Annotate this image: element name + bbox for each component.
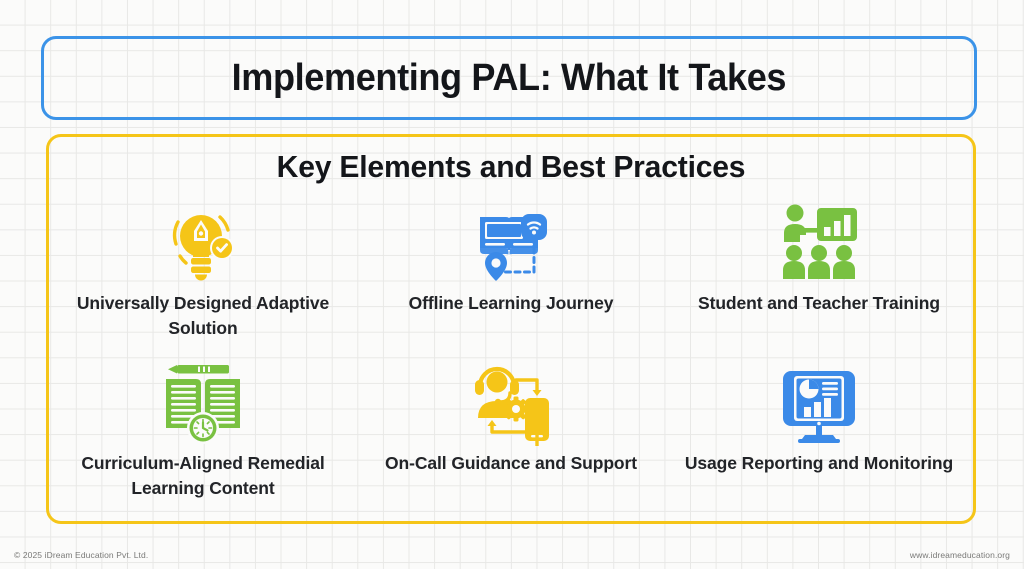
grid-item-on-call-guidance-and-support: On-Call Guidance and Support: [357, 359, 665, 519]
title-banner: Implementing PAL: What It Takes: [41, 36, 977, 120]
grid-item-label: On-Call Guidance and Support: [385, 453, 637, 473]
open-book-pencil-clock-icon: [160, 359, 246, 447]
monitor-analytics-icon: [776, 359, 862, 447]
section-heading: Key Elements and Best Practices: [276, 149, 746, 184]
teacher-presentation-students-icon: [776, 199, 862, 287]
grid-item-label: Offline Learning Journey: [408, 293, 614, 313]
headset-support-phone-icon: [468, 359, 554, 447]
footer-copyright: © 2025 iDream Education Pvt. Ltd.: [14, 550, 149, 560]
grid-item-usage-reporting-and-monitoring: Usage Reporting and Monitoring: [665, 359, 973, 519]
grid-item-offline-learning-journey: Offline Learning Journey: [357, 199, 665, 359]
key-elements-panel: Key Elements and Best Practices: [46, 134, 976, 524]
lightbulb-pen-check-icon: [160, 199, 246, 287]
grid-item-label: Student and Teacher Training: [698, 293, 940, 313]
grid-item-universally-designed-adaptive-solution: Universally Designed Adaptive Solution: [49, 199, 357, 359]
grid-item-label: Universally Designed Adaptive Solution: [76, 293, 330, 338]
grid-item-label: Curriculum-Aligned Remedial Learning Con…: [81, 453, 325, 498]
grid-item-curriculum-aligned-remedial-learning-content: Curriculum-Aligned Remedial Learning Con…: [49, 359, 357, 519]
key-elements-grid: Universally Designed Adaptive Solution: [49, 199, 973, 519]
grid-item-student-and-teacher-training: Student and Teacher Training: [665, 199, 973, 359]
page-title: Implementing PAL: What It Takes: [231, 57, 787, 99]
footer-website[interactable]: www.idreameducation.org: [909, 550, 1010, 560]
book-wifi-location-icon: [468, 199, 554, 287]
grid-item-label: Usage Reporting and Monitoring: [684, 453, 954, 473]
